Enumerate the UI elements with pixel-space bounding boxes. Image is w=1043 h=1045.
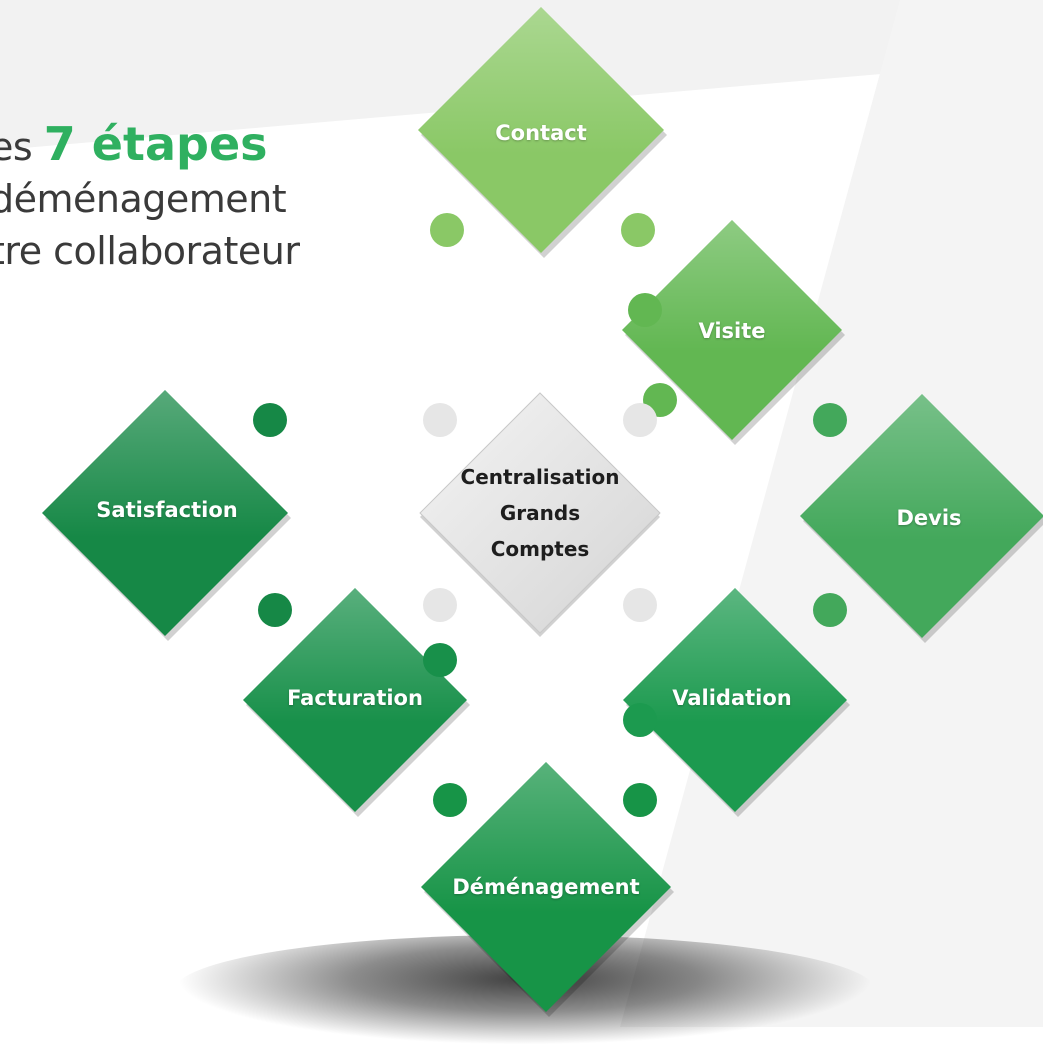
piece-demenagement-sheen: [421, 762, 671, 1012]
headline-line-1: es 7 étapes: [0, 118, 410, 173]
puzzle-knob: [258, 593, 292, 627]
center-label-line-2: Grands: [499, 501, 581, 525]
puzzle-knob: [423, 588, 457, 622]
headline: es 7 étapes déménagement tre collaborate…: [0, 118, 410, 277]
piece-validation-sheen: [623, 588, 847, 812]
step-label-demenagement: Déménagement: [452, 875, 640, 899]
headline-highlight: 7 étapes: [43, 117, 268, 171]
puzzle-knob: [423, 643, 457, 677]
headline-prefix: es: [0, 125, 33, 169]
center-label-line-3: Comptes: [490, 537, 590, 561]
puzzle-knob: [423, 403, 457, 437]
puzzle-knob: [433, 783, 467, 817]
headline-line-3: tre collaborateur: [0, 229, 300, 273]
piece-facturation-sheen: [243, 588, 467, 812]
puzzle-knob: [623, 703, 657, 737]
puzzle-knob: [253, 403, 287, 437]
puzzle-knob: [621, 213, 655, 247]
puzzle-knob: [813, 593, 847, 627]
puzzle-knob: [623, 588, 657, 622]
step-label-validation: Validation: [672, 686, 792, 710]
piece-visite-sheen: [622, 220, 842, 440]
piece-satisfaction-sheen: [42, 390, 288, 636]
puzzle-knob: [813, 403, 847, 437]
center-label-line-1: Centralisation: [460, 465, 620, 489]
puzzle-knob: [623, 783, 657, 817]
step-label-visite: Visite: [698, 319, 766, 343]
puzzle-knob: [628, 293, 662, 327]
puzzle-knob: [623, 403, 657, 437]
step-label-facturation: Facturation: [287, 686, 423, 710]
center-piece: [419, 392, 661, 634]
center-label: Centralisation Grands Comptes: [440, 459, 640, 567]
step-label-satisfaction: Satisfaction: [96, 498, 238, 522]
piece-contact-sheen: [418, 7, 664, 253]
headline-line-2: déménagement: [0, 177, 287, 221]
step-label-devis: Devis: [896, 506, 962, 530]
step-label-contact: Contact: [495, 121, 587, 145]
puzzle-knob: [430, 213, 464, 247]
piece-devis-sheen: [800, 394, 1043, 638]
